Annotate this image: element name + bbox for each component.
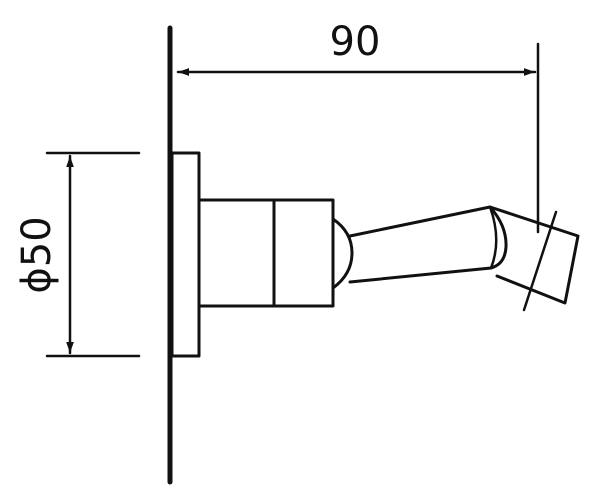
ball-joint bbox=[331, 217, 354, 290]
dimension-label-diameter: ϕ50 bbox=[14, 216, 60, 293]
flange bbox=[170, 151, 201, 358]
arm-joint-curve bbox=[488, 205, 498, 270]
dimension-label-length: 90 bbox=[330, 19, 381, 65]
body-cylinder bbox=[197, 198, 335, 308]
outlet-mark-line bbox=[522, 210, 558, 312]
shower-arm bbox=[348, 205, 508, 284]
